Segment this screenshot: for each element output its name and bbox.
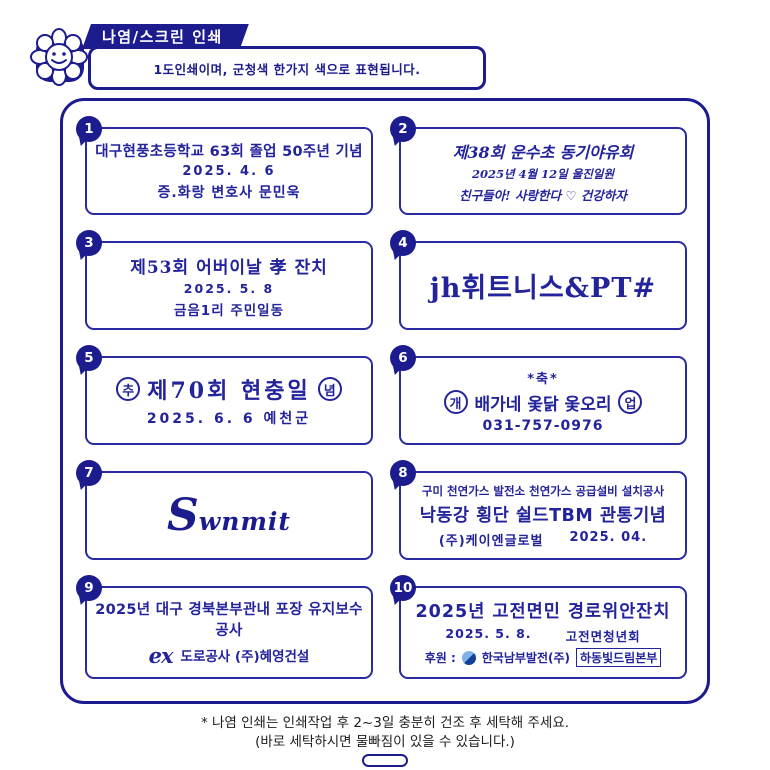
sample-1-line-2: 2025. 4. 6 <box>182 164 276 179</box>
sample-3-line-2: 2025. 5. 8 <box>183 280 275 296</box>
sample-6-title-row: 개 배가네 옻닭 옻오리 업 <box>443 390 643 415</box>
circled-char-left: 추 <box>116 377 141 401</box>
sample-7-initial: S <box>167 489 199 541</box>
sample-3-line-3: 금음1리 주민일동 <box>173 302 285 319</box>
sample-10-line-2: 2025. 5. 8. 고전면청년회 <box>445 626 640 645</box>
sample-box-6: 6 *축* 개 배가네 옻닭 옻오리 업 031-757-0976 <box>390 345 687 445</box>
sponsor-prefix: 후원 : <box>424 651 456 665</box>
sample-number-badge: 1 <box>76 116 102 142</box>
sample-box-10: 10 2025년 고전면민 경로위안잔치 2025. 5. 8. 고전면청년회 … <box>390 575 687 679</box>
sample-10-date: 2025. 5. 8. <box>445 626 532 641</box>
sample-2-line-1: 제38회 운수초 동기야유회 <box>452 142 634 162</box>
bottom-tab-decoration <box>362 754 408 767</box>
sample-6-title: 배가네 옻닭 옻오리 <box>474 394 612 415</box>
sponsor-name-2: 하동빛드림본부 <box>576 648 662 667</box>
sample-5-title-row: 추 제70회 현충일 념 <box>116 373 342 405</box>
sample-8-line-3: (주)케이엔글로벌 2025. 04. <box>439 530 647 549</box>
sample-number-badge: 2 <box>390 116 416 142</box>
sample-box-2: 2 제38회 운수초 동기야유회 2025년 4월 12일 울진일원 친구들아!… <box>390 116 687 215</box>
samples-frame: 1 대구현풍초등학교 63회 졸업 50주년 기념 2025. 4. 6 증.화… <box>60 98 710 704</box>
sample-8-line-1: 구미 천연가스 발전소 천연가스 공급설비 설치공사 <box>421 483 665 498</box>
circled-char-right: 념 <box>317 377 342 401</box>
sample-number-badge: 4 <box>390 230 416 256</box>
sample-6-phone: 031-757-0976 <box>482 417 604 434</box>
circled-char-left: 개 <box>443 390 468 414</box>
sample-number-badge: 8 <box>390 460 416 486</box>
page-title: 나염/스크린 인쇄 <box>102 28 223 46</box>
sample-5-line-2: 2025. 6. 6 예천군 <box>146 411 312 427</box>
sponsor-name-1: 한국남부발전(주) <box>481 651 571 665</box>
sample-10-line-1: 2025년 고전면민 경로위안잔치 <box>415 602 671 622</box>
sample-number-badge: 5 <box>76 345 102 371</box>
footer-note-2: (바로 세탁하시면 물빠짐이 있을 수 있습니다.) <box>255 734 515 750</box>
footer-note-1: * 나염 인쇄는 인쇄작업 후 2~3일 충분히 건조 후 세탁해 주세요. <box>200 715 570 731</box>
header-title-banner: 나염/스크린 인쇄 <box>82 24 249 49</box>
sample-box-8: 8 구미 천연가스 발전소 천연가스 공급설비 설치공사 낙동강 횡단 쉴드TB… <box>390 460 687 560</box>
footer-notes: * 나염 인쇄는 인쇄작업 후 2~3일 충분히 건조 후 세탁해 주세요. (… <box>0 714 770 752</box>
sample-9-companies: 도로공사 (주)혜영건설 <box>180 649 310 665</box>
sample-number-badge: 9 <box>76 575 102 601</box>
sample-number-badge: 10 <box>390 575 416 601</box>
sample-5-title: 제70회 현충일 <box>147 378 311 404</box>
header-subtitle: 1도인쇄이며, 군청색 한가지 색으로 표현됩니다. <box>153 61 421 77</box>
sample-9-line-1: 2025년 대구 경북본부관내 포장 유지보수공사 <box>95 601 363 639</box>
sample-1-line-1: 대구현풍초등학교 63회 졸업 50주년 기념 <box>95 144 363 160</box>
expressway-ex-logo: ex <box>148 642 174 668</box>
sample-4-text: jh휘트니스&PT# <box>429 273 657 304</box>
sample-box-4: 4 jh휘트니스&PT# <box>390 230 687 330</box>
kospo-logo-icon <box>461 650 476 665</box>
sample-8-date: 2025. 04. <box>569 529 648 545</box>
flower-smiley-icon <box>30 28 88 86</box>
sample-8-company: (주)케이엔글로벌 <box>438 533 544 549</box>
header-subtitle-box: 1도인쇄이며, 군청색 한가지 색으로 표현됩니다. <box>88 46 486 90</box>
circled-char-right: 업 <box>618 390 643 414</box>
sample-2-line-3: 친구들아! 사랑한다 ♡ 건강하자 <box>459 187 627 203</box>
sample-10-sponsor-row: 후원 : 한국남부발전(주) 하동빛드림본부 <box>425 648 662 667</box>
sample-number-badge: 3 <box>76 230 102 256</box>
sample-8-line-2: 낙동강 횡단 쉴드TBM 관통기념 <box>419 505 667 526</box>
sample-3-line-1: 제53회 어버이날 孝 잔치 <box>130 257 328 278</box>
sample-box-1: 1 대구현풍초등학교 63회 졸업 50주년 기념 2025. 4. 6 증.화… <box>76 116 373 215</box>
sample-box-3: 3 제53회 어버이날 孝 잔치 2025. 5. 8 금음1리 주민일동 <box>76 230 373 330</box>
sample-6-top: *축* <box>527 371 559 387</box>
sample-1-line-3: 증.화랑 변호사 문민욱 <box>157 185 301 201</box>
header: 1도인쇄이며, 군청색 한가지 색으로 표현됩니다. 나염/스크린 인쇄 <box>30 24 490 92</box>
sample-number-badge: 7 <box>76 460 102 486</box>
sample-7-rest: wnmit <box>198 506 291 536</box>
sample-9-line-2: ex 도로공사 (주)혜영건설 <box>149 643 310 668</box>
sample-box-9: 9 2025년 대구 경북본부관내 포장 유지보수공사 ex 도로공사 (주)혜… <box>76 575 373 679</box>
sample-number-badge: 6 <box>390 345 416 371</box>
sample-10-org: 고전면청년회 <box>565 629 641 644</box>
sample-box-5: 5 추 제70회 현충일 념 2025. 6. 6 예천군 <box>76 345 373 445</box>
sample-2-line-2: 2025년 4월 12일 울진일원 <box>471 166 615 181</box>
